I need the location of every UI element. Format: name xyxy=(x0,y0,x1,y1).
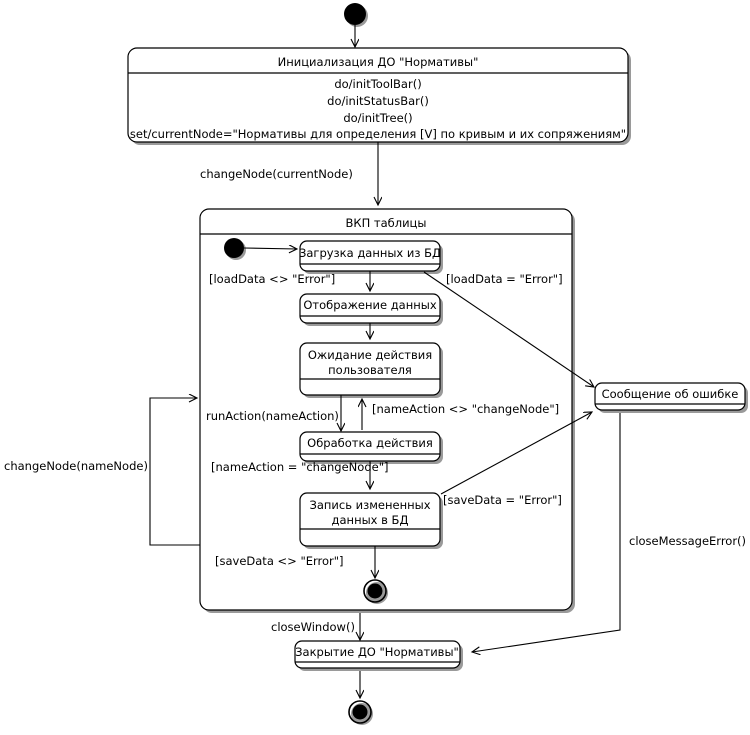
label-name-action-ne: [nameAction <> "changeNode"] xyxy=(372,402,559,416)
state-process-action-title: Обработка действия xyxy=(307,436,433,450)
label-load-ok: [loadData <> "Error"] xyxy=(209,272,335,286)
state-error-message-title: Сообщение об ошибке xyxy=(602,387,739,401)
state-init-action-1: do/initStatusBar() xyxy=(327,94,429,108)
state-init[interactable]: Инициализация ДО "Нормативы" do/initTool… xyxy=(127,47,631,145)
state-close-title: Закрытие ДО "Нормативы" xyxy=(295,645,459,659)
label-change-node-name: changeNode(nameNode) xyxy=(4,459,148,473)
state-composite-title: ВКП таблицы xyxy=(346,216,427,230)
initial-node-start xyxy=(344,3,368,27)
state-show-data[interactable]: Отображение данных xyxy=(299,293,443,326)
label-close-window: closeWindow() xyxy=(271,620,355,634)
state-wait-user-line2: пользователя xyxy=(328,363,412,377)
state-init-action-0: do/initToolBar() xyxy=(334,77,421,91)
state-init-title: Инициализация ДО "Нормативы" xyxy=(278,55,479,69)
label-run-action: runAction(nameAction) xyxy=(206,409,339,423)
inner-final-node xyxy=(363,579,388,604)
edge-close-message-error xyxy=(472,413,621,652)
label-change-node-current: changeNode(currentNode) xyxy=(200,167,353,181)
state-show-data-title: Отображение данных xyxy=(303,298,437,312)
state-save-data-line2: данных в БД xyxy=(332,513,409,527)
state-wait-user-action[interactable]: Ожидание действия пользователя xyxy=(299,342,443,398)
edge-inner-start-to-load xyxy=(243,248,297,249)
label-close-message-error: closeMessageError() xyxy=(629,534,746,548)
inner-initial-node xyxy=(224,238,246,260)
state-error-message[interactable]: Сообщение об ошибке xyxy=(594,382,748,413)
state-wait-user-line1: Ожидание действия xyxy=(308,348,432,362)
label-name-action-eq: [nameAction = "changeNode"] xyxy=(211,460,388,474)
final-node xyxy=(348,700,373,725)
state-load-data[interactable]: Загрузка данных из БД xyxy=(299,240,443,274)
state-init-action-3: set/currentNode="Нормативы для определен… xyxy=(130,127,626,141)
state-save-data-line1: Запись измененных xyxy=(309,498,430,512)
state-close[interactable]: Закрытие ДО "Нормативы" xyxy=(294,640,463,671)
edge-load-error-to-message xyxy=(423,271,594,387)
label-save-error: [saveData = "Error"] xyxy=(443,493,562,507)
edge-save-error-to-message xyxy=(440,412,592,495)
state-load-data-title: Загрузка данных из БД xyxy=(299,246,441,260)
state-process-action[interactable]: Обработка действия xyxy=(299,431,443,464)
label-save-ok: [saveData <> "Error"] xyxy=(215,554,344,568)
edge-change-node-name-loop xyxy=(149,398,200,546)
state-save-data[interactable]: Запись измененных данных в БД xyxy=(299,492,443,549)
label-load-error: [loadData = "Error"] xyxy=(446,272,563,286)
state-init-action-2: do/initTree() xyxy=(343,111,412,125)
